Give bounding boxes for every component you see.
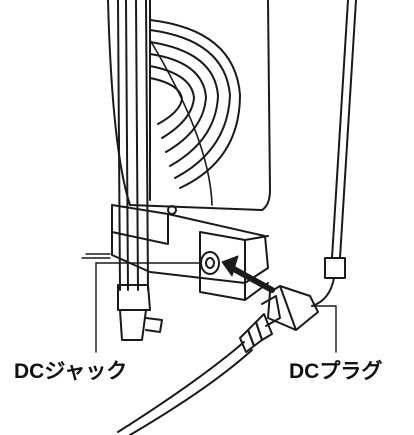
left-stand-pole bbox=[117, 0, 149, 291]
dc-plug-label: DCプラグ bbox=[289, 360, 383, 383]
dc-jack-socket bbox=[200, 251, 220, 275]
mount-bracket bbox=[111, 204, 269, 301]
leader-lines bbox=[95, 262, 337, 353]
arrow-left-icon bbox=[221, 255, 275, 293]
right-cord bbox=[311, 0, 357, 307]
dc-cable bbox=[117, 341, 253, 435]
wire-stub bbox=[81, 253, 111, 259]
dc-jack-label: DCジャック bbox=[14, 360, 128, 383]
stand-foot bbox=[117, 284, 163, 341]
dc-plug bbox=[239, 285, 319, 353]
fan-housing bbox=[107, 0, 271, 215]
